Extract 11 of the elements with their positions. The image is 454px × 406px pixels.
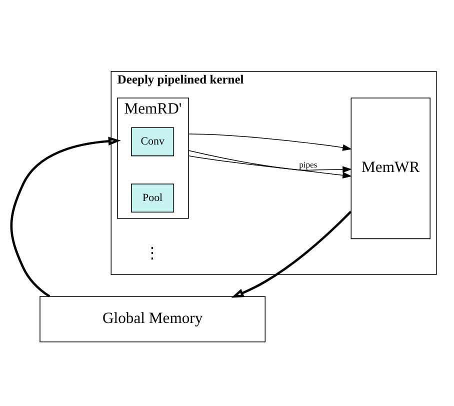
arrow [10, 136, 121, 297]
arrow [188, 133, 352, 150]
arrow [231, 210, 352, 298]
label: ⋮ [144, 244, 161, 262]
arrow [188, 154, 352, 178]
node-box: MemWR [350, 97, 430, 239]
node-box: Global Memory [40, 296, 266, 342]
arrow [188, 150, 352, 172]
node-box: Conv [131, 126, 174, 156]
node-box: Pool [131, 183, 174, 212]
edge-label: pipes [299, 158, 318, 169]
